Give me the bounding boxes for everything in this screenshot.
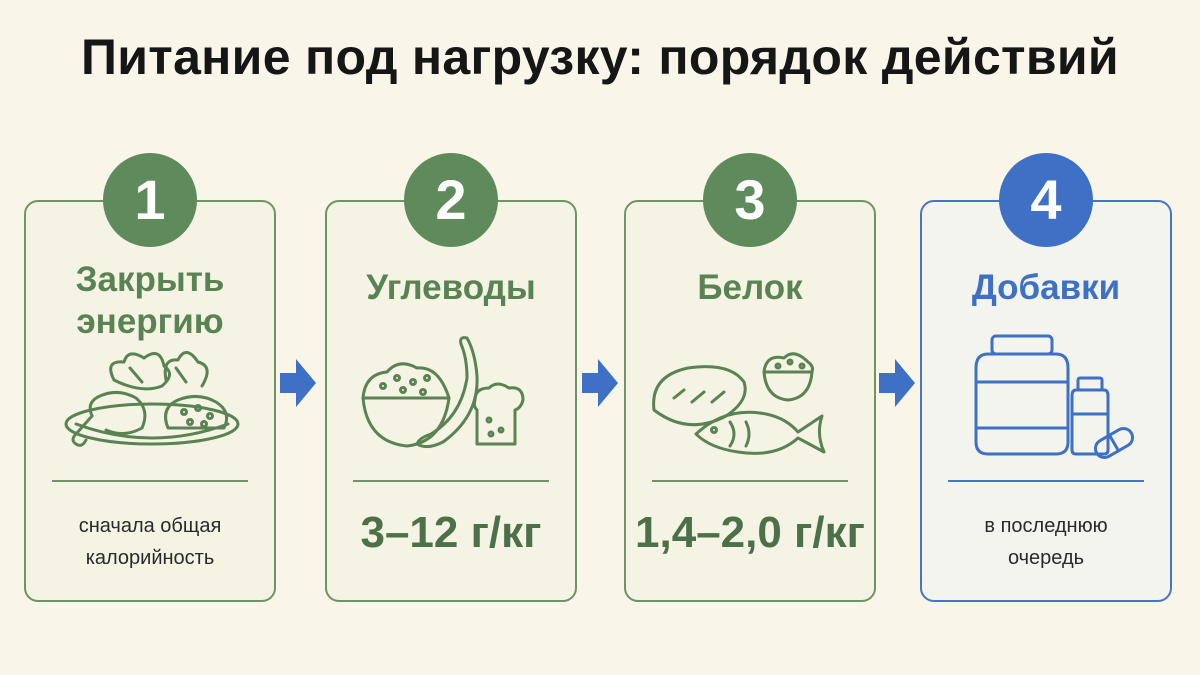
step-3-value: 1,4–2,0 г/кг: [635, 508, 865, 557]
step-1-title-line-1: Закрыть: [75, 260, 225, 299]
step-3-badge: 3: [703, 153, 797, 247]
divider: [652, 480, 848, 482]
step-4-badge: 4: [999, 153, 1093, 247]
step-1-detail-line-2: калорийность: [85, 547, 215, 569]
arrow-right-icon: [582, 359, 618, 407]
step-2-badge: 2: [404, 153, 498, 247]
step-1-title-line-2: энергию: [76, 302, 224, 341]
rice-banana-bread-icon: [361, 336, 525, 449]
step-4-detail-line-2: очередь: [1007, 547, 1085, 569]
step-card-1: Закрыть энергию сначала общая калорийнос…: [24, 200, 276, 602]
step-card-4: Добавки в последнюю очередь: [920, 200, 1172, 602]
plate-of-food-icon: [64, 351, 240, 447]
step-4-title: Добавки: [971, 268, 1121, 307]
step-1-detail-line-1: сначала общая: [78, 515, 222, 537]
arrow-right-icon: [879, 359, 915, 407]
step-1-badge: 1: [103, 153, 197, 247]
supplements-jar-icon: [974, 334, 1135, 459]
step-4-detail-line-1: в последнюю: [984, 515, 1108, 537]
arrow-right-icon: [280, 359, 316, 407]
divider: [52, 480, 248, 482]
page-title: Питание под нагрузку: порядок действий: [81, 29, 1119, 85]
bread-fish-cottage-cheese-icon: [652, 352, 826, 455]
divider: [948, 480, 1144, 482]
step-card-2: Углеводы 3–12 г/кг: [325, 200, 577, 602]
divider: [353, 480, 549, 482]
step-card-3: Белок 1,4–2,0 г/кг: [624, 200, 876, 602]
step-2-title: Углеводы: [366, 268, 536, 307]
step-3-title: Белок: [697, 268, 803, 307]
step-2-value: 3–12 г/кг: [360, 508, 542, 557]
